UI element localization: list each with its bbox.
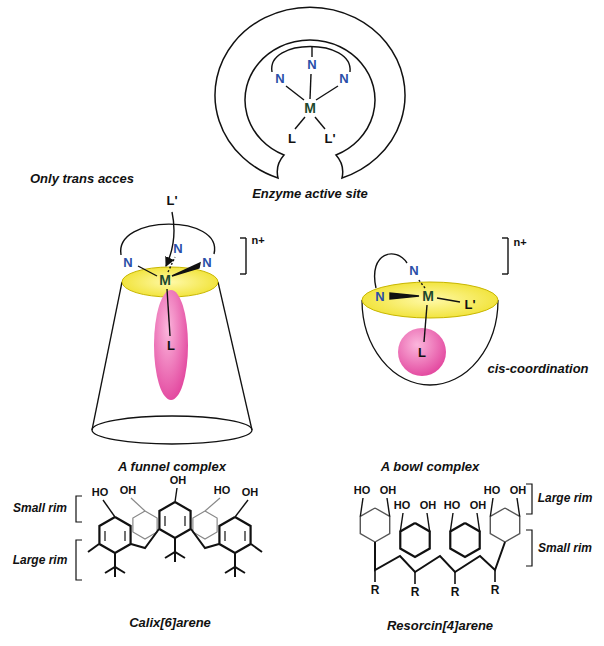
bond-stroke — [174, 552, 176, 562]
hydroxyl-label: OH — [380, 485, 397, 496]
ligand-label: R — [411, 586, 420, 598]
caption-text: Enzyme active site — [252, 187, 368, 200]
caption-text: A funnel complex — [118, 460, 226, 473]
hydroxyl-label: HO — [354, 485, 371, 496]
bond-stroke — [159, 502, 190, 538]
bond-stroke — [219, 517, 250, 553]
hydroxyl-label: HO — [92, 487, 109, 498]
bond-stroke — [88, 544, 99, 552]
nitrogen-label: N — [307, 58, 316, 71]
ligand-label: n+ — [513, 237, 526, 248]
hydroxyl-label: OH — [120, 485, 137, 496]
bond-stroke — [114, 567, 116, 577]
bond-stroke — [235, 500, 248, 517]
ligand-label: L' — [166, 194, 177, 207]
bond-stroke — [124, 531, 125, 541]
bond-stroke — [360, 508, 389, 542]
bond-stroke — [99, 517, 130, 553]
bond-stroke — [164, 516, 165, 526]
nitrogen-label: N — [123, 256, 132, 269]
bond-stroke — [374, 570, 376, 582]
metal-label: M — [304, 101, 316, 115]
caption-text: Only trans acces — [30, 172, 134, 185]
caption-text: Resorcin[4]arene — [387, 619, 493, 632]
bond-stroke — [224, 531, 225, 541]
bond-stroke — [450, 523, 479, 557]
bond-stroke — [477, 513, 480, 532]
bond-stroke — [251, 544, 262, 552]
caption-text: cis-coordination — [487, 362, 588, 375]
bond-stroke — [517, 498, 520, 517]
hydroxyl-label: HO — [484, 485, 501, 496]
bond-stroke — [244, 531, 245, 541]
caption-text: Calix[6]arene — [129, 616, 211, 629]
bond-stroke — [104, 531, 105, 541]
ligand-label: L — [288, 132, 296, 145]
bond-stroke — [427, 513, 430, 532]
bond-stroke — [375, 542, 505, 572]
bond-stroke — [450, 513, 453, 532]
caption-text: Small rim — [538, 542, 592, 554]
bond-stroke — [234, 553, 236, 567]
caption-text: A bowl complex — [381, 460, 479, 473]
hydroxyl-label: HO — [444, 500, 461, 511]
ligand-label: R — [491, 584, 500, 596]
hydroxyl-label: HO — [214, 485, 231, 496]
hydroxyl-label: HO — [394, 500, 411, 511]
bowl-bonds — [375, 238, 508, 342]
ligand-label: L' — [464, 298, 475, 311]
bond-stroke — [490, 498, 493, 517]
bowl-shape — [362, 282, 498, 385]
bond-stroke — [360, 498, 363, 517]
ligand-label: R — [371, 584, 380, 596]
nitrogen-label: N — [275, 72, 284, 85]
funnel-shape — [92, 267, 252, 444]
molecule-drawings — [88, 488, 520, 584]
bond-stroke — [494, 570, 496, 582]
bond-stroke — [114, 553, 116, 567]
hydroxyl-label: OH — [170, 475, 187, 486]
rim-brackets — [76, 484, 532, 580]
bond-stroke — [184, 516, 185, 526]
ligand-label: L — [418, 346, 426, 359]
metal-label: M — [159, 273, 171, 287]
funnel-bonds — [121, 212, 246, 336]
bond-stroke — [454, 572, 456, 584]
nitrogen-label: N — [409, 264, 418, 277]
enzyme-bonds — [272, 46, 350, 129]
bond-stroke — [131, 529, 159, 548]
ligand-label: R — [451, 586, 460, 598]
metal-label: M — [422, 289, 434, 303]
bond-stroke — [174, 538, 176, 552]
nitrogen-label: N — [173, 242, 182, 255]
hydroxyl-label: OH — [420, 500, 437, 511]
bond-stroke — [175, 488, 177, 502]
nitrogen-label: N — [202, 256, 211, 269]
bond-stroke — [400, 513, 403, 532]
caption-text: Small rim — [13, 502, 67, 514]
bond-stroke — [414, 572, 416, 584]
ligand-label: L' — [324, 132, 335, 145]
bond-stroke — [191, 529, 219, 548]
bond-stroke — [131, 498, 145, 511]
nitrogen-label: N — [375, 290, 384, 303]
bond-stroke — [234, 567, 236, 577]
hydroxyl-label: OH — [510, 485, 527, 496]
hydroxyl-label: OH — [470, 500, 487, 511]
caption-text: Large rim — [538, 492, 593, 504]
nitrogen-label: N — [339, 72, 348, 85]
hydroxyl-label: OH — [242, 487, 259, 498]
bond-stroke — [400, 523, 429, 557]
bond-stroke — [205, 498, 220, 511]
bond-stroke — [490, 508, 519, 542]
enzyme-outline — [215, 7, 405, 178]
bond-stroke — [387, 498, 390, 517]
bond-stroke — [103, 500, 115, 517]
caption-text: Large rim — [13, 554, 68, 566]
ligand-label: L — [167, 339, 175, 352]
ligand-label: n+ — [251, 235, 264, 246]
